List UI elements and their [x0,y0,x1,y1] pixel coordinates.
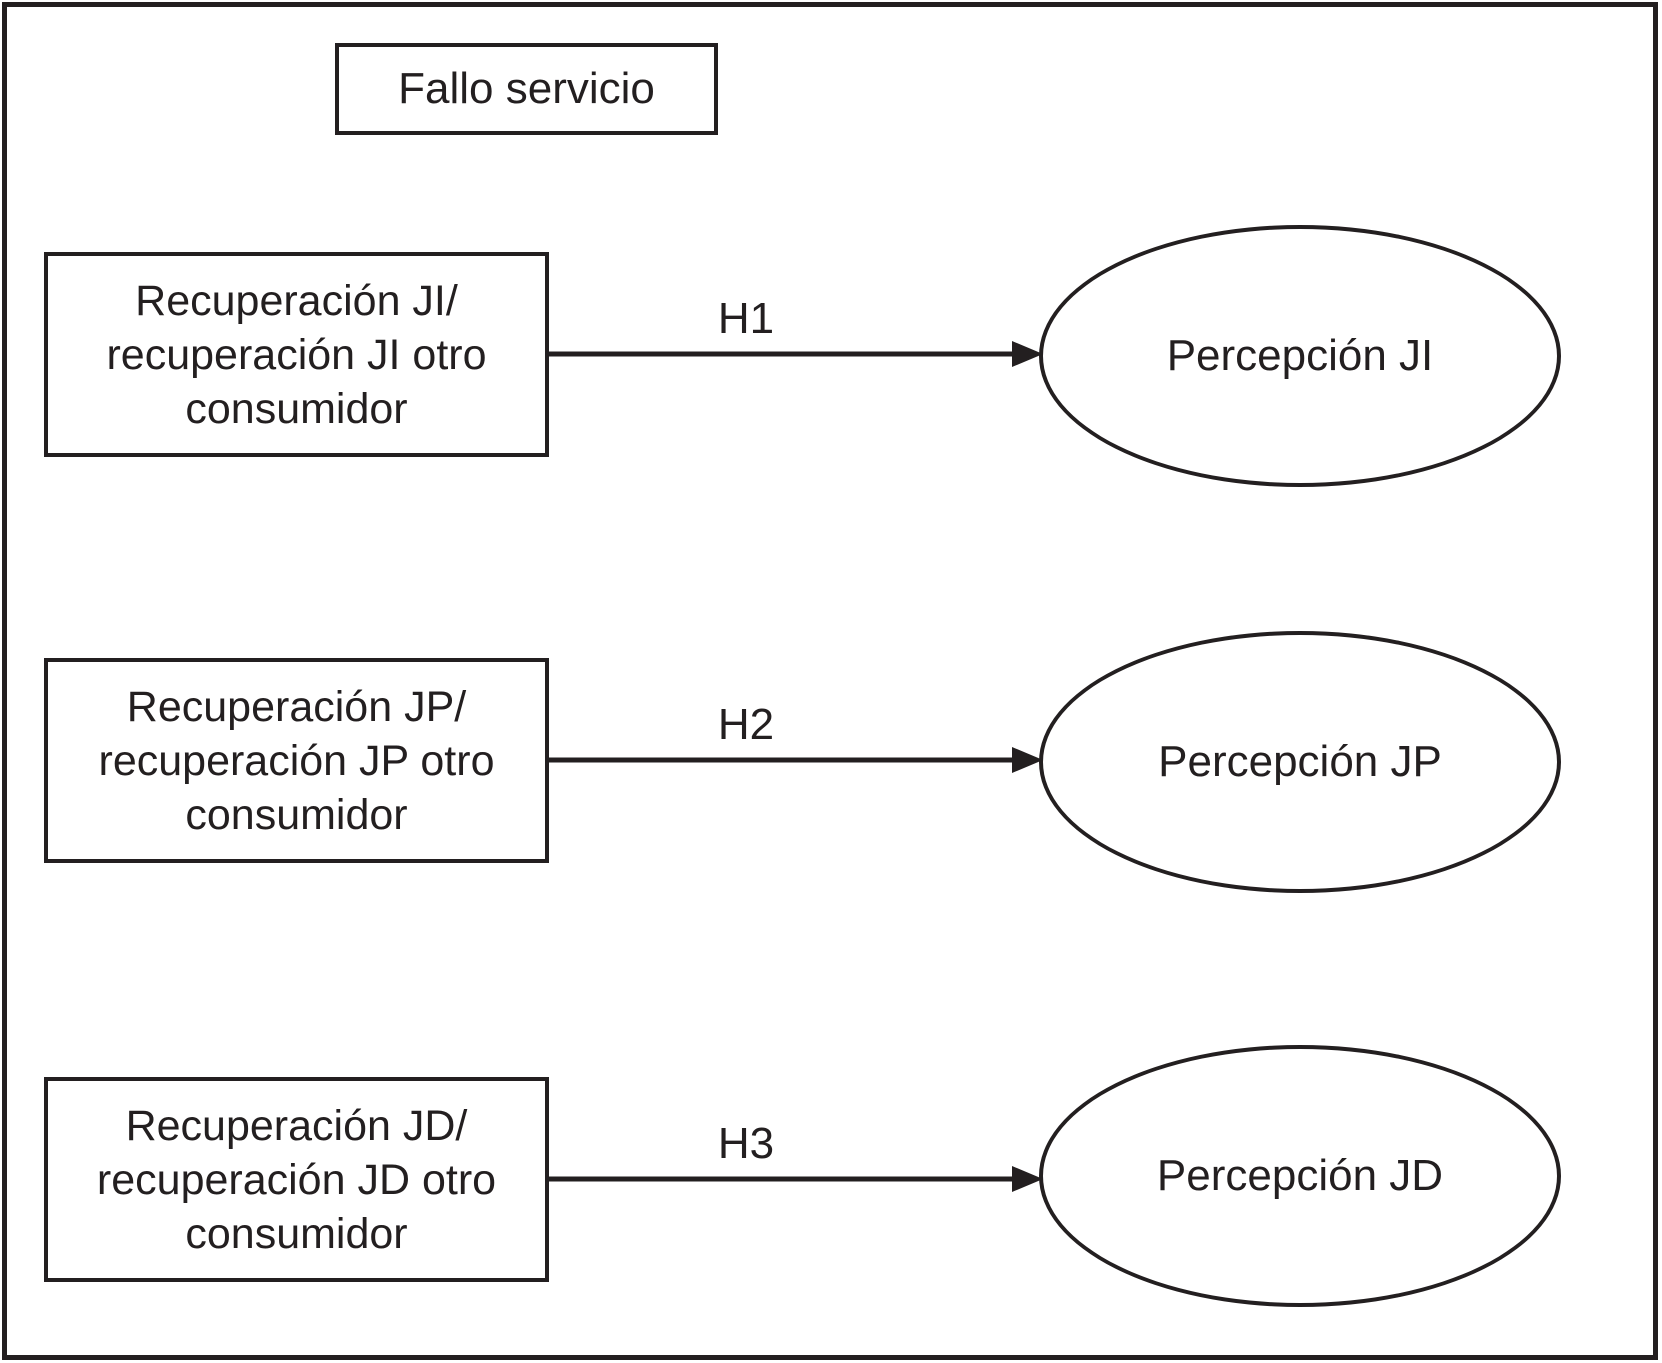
recovery-box-jd: Recuperación JD/ recuperación JD otro co… [44,1077,549,1282]
arrowhead-h1 [1012,341,1043,367]
recovery-box-ji: Recuperación JI/ recuperación JI otro co… [44,252,549,457]
recovery-box-ji-text: Recuperación JI/ recuperación JI otro co… [106,276,487,433]
hypothesis-label-h2: H2 [717,700,775,749]
perception-ellipse-jp: Percepción JP [1039,631,1561,893]
perception-ji-label: Percepción JI [1166,331,1434,380]
recovery-box-jd-text: Recuperación JD/ recuperación JD otro co… [96,1101,497,1258]
recovery-box-jp: Recuperación JP/ recuperación JP otro co… [44,658,549,863]
fallo-servicio-label: Fallo servicio [398,64,655,113]
recovery-box-jp-text: Recuperación JP/ recuperación JP otro co… [98,682,495,839]
arrow-h3 [549,1166,1043,1192]
perception-ellipse-jd: Percepción JD [1039,1045,1561,1307]
perception-jp-label: Percepción JP [1158,737,1442,786]
arrowhead-h2 [1012,747,1043,773]
arrowhead-h3 [1012,1166,1043,1192]
arrow-h1 [549,341,1043,367]
hypothesis-label-h3: H3 [717,1119,775,1168]
perception-ellipse-ji: Percepción JI [1039,225,1561,487]
arrow-h2 [549,747,1043,773]
hypothesis-label-h1: H1 [717,294,775,343]
perception-jd-label: Percepción JD [1156,1151,1444,1200]
fallo-servicio-box: Fallo servicio [335,43,718,135]
